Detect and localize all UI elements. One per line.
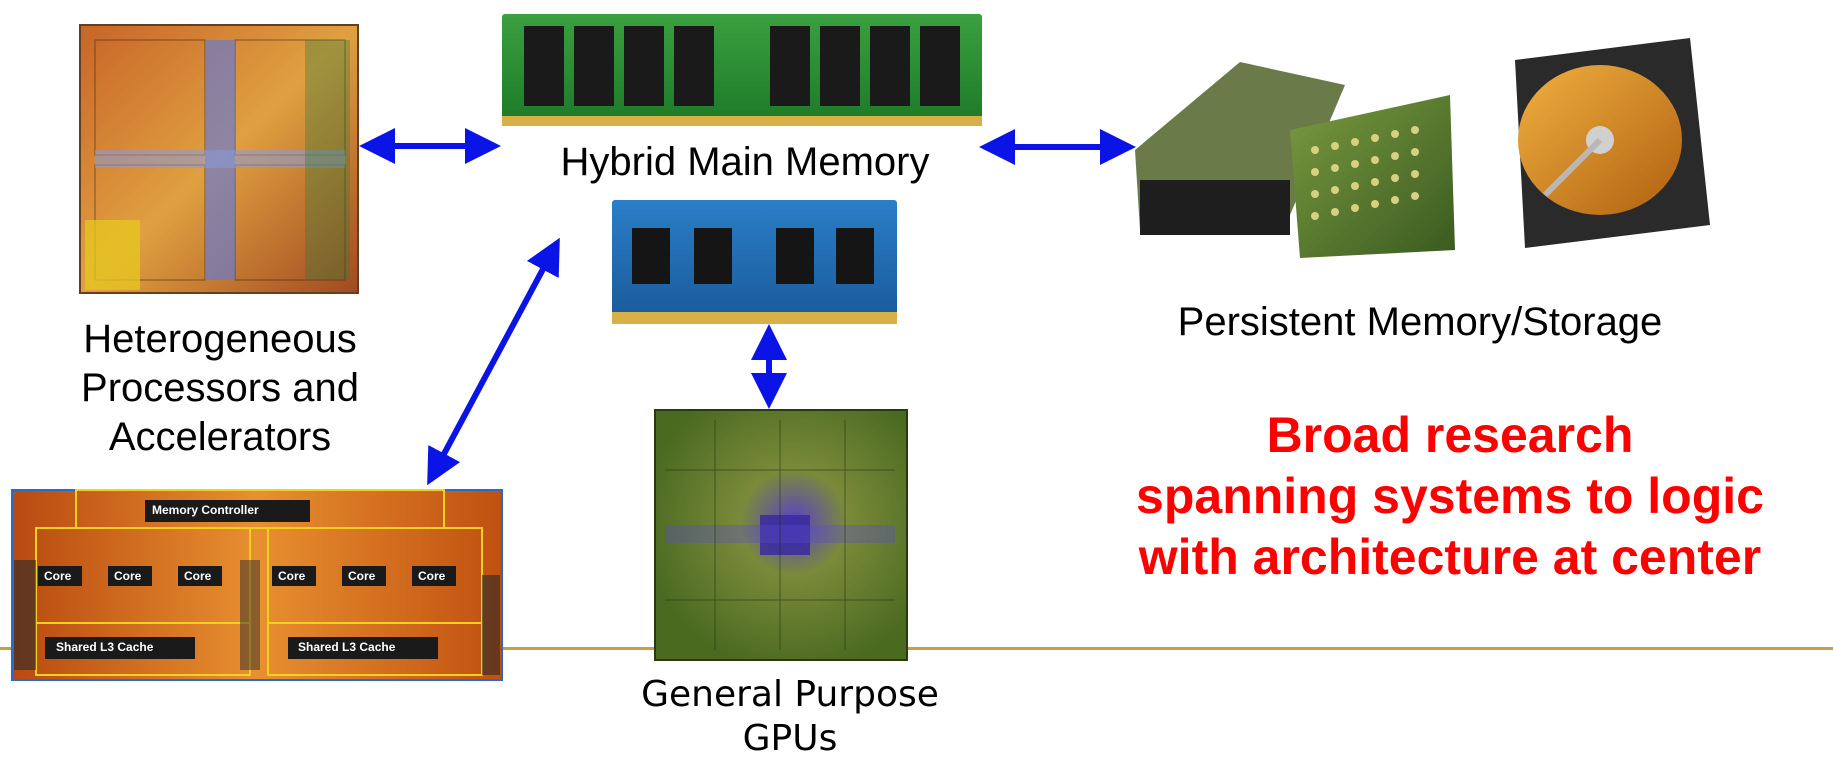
gpu-die-image bbox=[654, 409, 908, 661]
tagline-line: spanning systems to logic bbox=[1136, 468, 1764, 524]
gpus-label: General Purpose GPUs bbox=[641, 674, 939, 759]
hard-disk-image bbox=[1515, 38, 1710, 248]
multicore-die-image bbox=[79, 24, 359, 294]
research-tagline: Broad research spanning systems to logic… bbox=[1080, 405, 1820, 588]
tagline-line: Broad research bbox=[1266, 407, 1634, 463]
sodimm-image bbox=[612, 200, 897, 324]
processors-label-line: Processors and bbox=[81, 365, 359, 410]
divider-line bbox=[0, 647, 1833, 650]
diagram-graphics bbox=[11, 14, 1710, 681]
processors-label-line: Accelerators bbox=[108, 414, 332, 459]
memory-label: Hybrid Main Memory bbox=[560, 140, 930, 184]
processors-label: Heterogeneous Processors and Accelerator… bbox=[20, 315, 420, 461]
tagline-line: with architecture at center bbox=[1138, 529, 1762, 585]
cpu-die-image bbox=[11, 489, 503, 681]
flash-chips-image bbox=[1135, 62, 1455, 258]
ddr-dimm-image bbox=[502, 14, 982, 126]
processors-label-line: Heterogeneous bbox=[83, 317, 357, 361]
storage-label: Persistent Memory/Storage bbox=[1177, 300, 1663, 344]
arrow-cpu-memory bbox=[427, 237, 560, 486]
